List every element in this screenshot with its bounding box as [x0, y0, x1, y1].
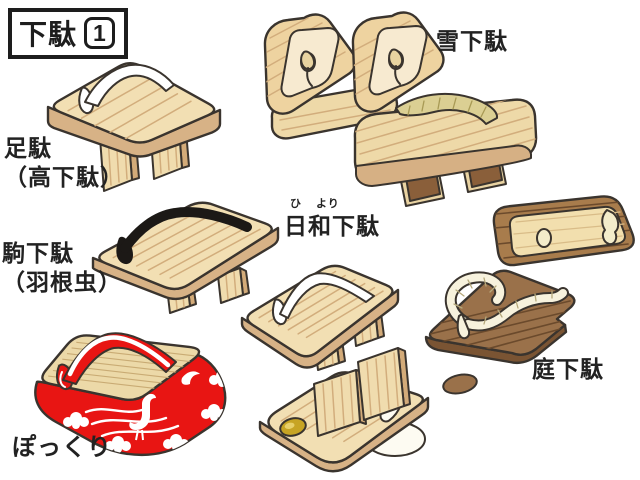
- label-hiyori-furigana: ひ より: [290, 198, 340, 210]
- label-komageta-line1: 駒下駄: [2, 240, 74, 266]
- title-text: 下駄: [19, 19, 78, 50]
- hiyori-sole-illustration: [258, 347, 430, 473]
- pokkuri-illustration: [34, 332, 227, 457]
- pokkuri-strap: [56, 332, 177, 391]
- label-pokkuri: ぽっくり: [12, 434, 112, 461]
- label-yukigeta: 雪下駄: [436, 28, 508, 54]
- pokkuri-motifs: [63, 370, 226, 453]
- label-hiyori: ひ より 日和下駄: [284, 199, 380, 241]
- label-komageta-line2: （羽根虫）: [2, 268, 122, 295]
- komageta-illustration: [91, 201, 280, 314]
- label-niwageta: 庭下駄: [532, 356, 604, 382]
- label-ashida: 足駄 （高下駄）: [4, 134, 124, 191]
- niwageta-flipped: [492, 195, 635, 267]
- yukigeta-straw-strap: [395, 92, 499, 125]
- komageta-black-strap: [116, 207, 252, 265]
- niwageta-heel-piece: [442, 373, 478, 395]
- ashida-illustration: [46, 62, 222, 192]
- hiyori-illustration: [240, 264, 400, 371]
- niwageta-rope-strap: [444, 271, 569, 340]
- yukigeta-illustration: [263, 11, 538, 207]
- label-ashida-line1: 足駄: [4, 135, 52, 161]
- niwageta-illustration: [424, 195, 635, 395]
- yukigeta-front-toe-cover: [351, 11, 445, 113]
- title-box: 下駄 1: [8, 8, 128, 59]
- hiyori-gold-stud: [279, 417, 307, 437]
- label-ashida-line2: （高下駄）: [4, 163, 124, 190]
- hiyori-sole-teeth: [313, 347, 411, 437]
- yukigeta-back-toe-cover: [263, 13, 357, 115]
- ashida-strap: [78, 63, 175, 115]
- label-komageta: 駒下駄 （羽根虫）: [2, 239, 122, 296]
- komageta-grain: [112, 208, 261, 279]
- title-number: 1: [84, 16, 115, 50]
- label-hiyori-text: 日和下駄: [284, 213, 380, 239]
- hiyori-strap: [271, 272, 375, 326]
